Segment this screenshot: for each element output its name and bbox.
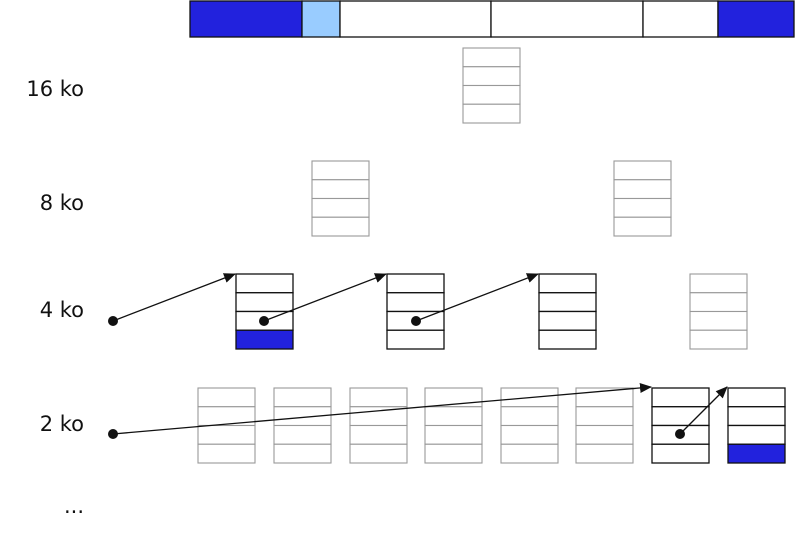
slot — [462, 84, 521, 105]
slot — [651, 406, 710, 427]
slot — [689, 310, 748, 331]
page-row2-5 — [500, 387, 559, 464]
slot — [197, 443, 256, 464]
slot — [538, 273, 597, 294]
page-row2-4 — [424, 387, 483, 464]
slot — [613, 197, 672, 218]
page-row2-2 — [273, 387, 332, 464]
slot — [689, 273, 748, 294]
page-row16-1 — [462, 47, 521, 124]
slot — [538, 310, 597, 331]
memory-segment-free — [339, 0, 492, 38]
page-row4-2 — [386, 273, 445, 350]
size-label-4ko: 4 ko — [40, 298, 84, 322]
slot — [349, 424, 408, 445]
memory-segment-partial — [301, 0, 341, 38]
pointer-arrow-2ko-1 — [679, 386, 728, 435]
slot — [613, 179, 672, 200]
slot — [500, 443, 559, 464]
page-row2-6 — [575, 387, 634, 464]
slot — [727, 406, 786, 427]
slot — [386, 292, 445, 313]
page-row2-3 — [349, 387, 408, 464]
slot — [235, 292, 294, 313]
slot — [311, 197, 370, 218]
page-row2-1 — [197, 387, 256, 464]
slot — [689, 329, 748, 350]
slot — [613, 216, 672, 237]
page-row4-3 — [538, 273, 597, 350]
slot — [538, 292, 597, 313]
slot — [235, 273, 294, 294]
slot — [273, 424, 332, 445]
slot — [197, 424, 256, 445]
slot — [500, 424, 559, 445]
slot — [386, 329, 445, 350]
free-list-pointers — [108, 273, 728, 439]
slot — [651, 387, 710, 408]
more-sizes-ellipsis: ... — [64, 494, 84, 518]
page-row2-7 — [651, 387, 710, 464]
slot — [538, 329, 597, 350]
memory-segment-free — [642, 0, 719, 38]
pointer-arrow-4ko-2 — [415, 273, 539, 322]
slot — [462, 103, 521, 124]
pointer-arrow-2ko-head — [112, 382, 652, 435]
memory-bar — [189, 0, 795, 38]
slot — [424, 443, 483, 464]
slot — [575, 406, 634, 427]
pointer-arrow-4ko-head — [112, 273, 236, 322]
slot — [424, 424, 483, 445]
slot — [727, 443, 786, 464]
pointer-arrow-4ko-1 — [263, 273, 387, 322]
slot — [349, 443, 408, 464]
slot — [235, 329, 294, 350]
slot — [197, 387, 256, 408]
slot — [462, 47, 521, 68]
page-row2-8 — [727, 387, 786, 464]
slot — [651, 443, 710, 464]
slot — [311, 216, 370, 237]
slot — [273, 443, 332, 464]
size-label-16ko: 16 ko — [26, 77, 84, 101]
slot — [575, 424, 634, 445]
slot — [273, 387, 332, 408]
page-stacks — [197, 47, 786, 464]
slot — [311, 160, 370, 181]
slot — [386, 273, 445, 294]
memory-segment-free — [490, 0, 644, 38]
slot — [462, 66, 521, 87]
slot — [727, 387, 786, 408]
size-label-2ko: 2 ko — [40, 412, 84, 436]
slot — [727, 424, 786, 445]
slot — [689, 292, 748, 313]
memory-segment-allocated — [189, 0, 303, 38]
memory-segment-allocated — [717, 0, 795, 38]
slot — [500, 406, 559, 427]
page-row4-1 — [235, 273, 294, 350]
page-row8-1 — [311, 160, 370, 237]
slot — [349, 387, 408, 408]
slot — [311, 179, 370, 200]
size-label-8ko: 8 ko — [40, 191, 84, 215]
page-row4-4 — [689, 273, 748, 350]
page-row8-2 — [613, 160, 672, 237]
slot — [424, 406, 483, 427]
slot — [575, 443, 634, 464]
slot — [613, 160, 672, 181]
